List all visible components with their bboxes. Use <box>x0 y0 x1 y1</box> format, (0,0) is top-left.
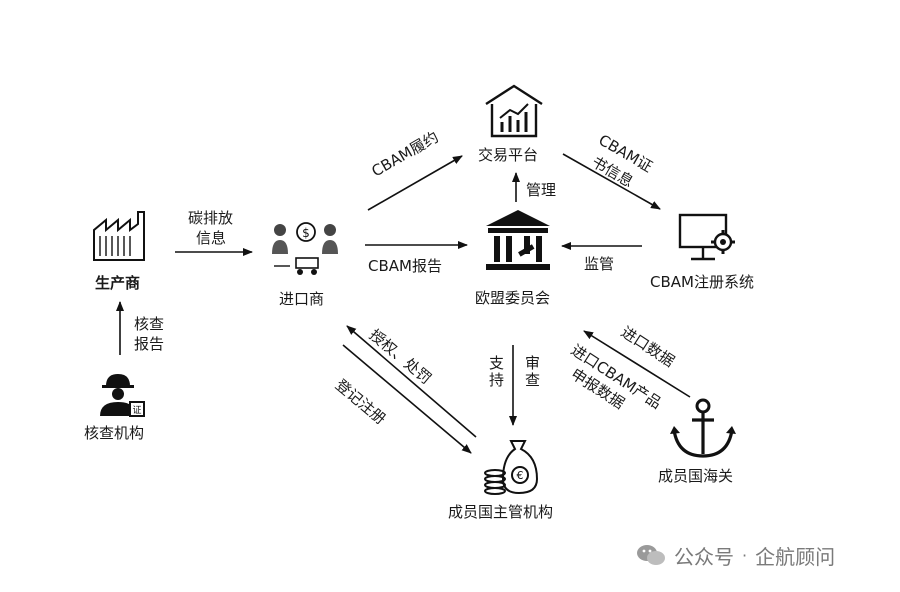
computer-gear-icon <box>678 213 735 261</box>
wechat-icon <box>637 545 665 565</box>
importer-traders-icon: $ <box>272 222 338 275</box>
node-commission-label: 欧盟委员会 <box>475 289 551 307</box>
node-verifier-label: 核查机构 <box>84 424 145 442</box>
node-trading-label: 交易平台 <box>478 146 539 164</box>
arrow-authority-to-importer <box>346 325 477 438</box>
watermark-source: 公众号 <box>674 544 734 569</box>
edge-verify-report-line2: 报告 <box>134 335 165 353</box>
arrow-trading-to-registry <box>562 153 661 210</box>
watermark: 公众号 · 企航顾问 <box>636 540 835 570</box>
node-customs-label: 成员国海关 <box>658 467 734 485</box>
arrow-customs-to-commission <box>583 330 691 398</box>
watermark-separator: · <box>742 545 748 565</box>
svg-text:证: 证 <box>132 405 141 416</box>
arrow-importer-to-trading <box>367 155 463 211</box>
edge-emission-info-line1: 碳排放 <box>188 209 234 227</box>
factory-icon <box>93 211 145 261</box>
watermark-name: 企航顾问 <box>755 544 836 569</box>
money-bag-coins-icon: € <box>484 440 539 495</box>
inspector-helmet-icon: 证 <box>100 374 145 417</box>
edge-emission-info-line2: 信息 <box>196 229 227 247</box>
node-authority-label: 成员国主管机构 <box>448 503 554 521</box>
chart-house-icon <box>485 84 543 138</box>
svg-text:$: $ <box>302 226 310 240</box>
edge-verify-report-line1: 核查 <box>134 315 165 333</box>
anchor-icon <box>670 398 736 458</box>
edge-cbam-report: CBAM报告 <box>368 257 442 275</box>
node-importer-label: 进口商 <box>279 290 325 308</box>
edge-manage: 管理 <box>526 181 557 199</box>
arrow-importer-to-authority <box>342 344 472 454</box>
bank-building-icon <box>486 210 550 270</box>
node-registry-label: CBAM注册系统 <box>650 273 754 291</box>
edge-support: 支持 <box>487 355 505 389</box>
edge-review: 审查 <box>523 355 541 389</box>
svg-text:€: € <box>517 469 524 482</box>
edge-supervise: 监管 <box>584 255 615 273</box>
node-producer-label: 生产商 <box>95 274 141 292</box>
